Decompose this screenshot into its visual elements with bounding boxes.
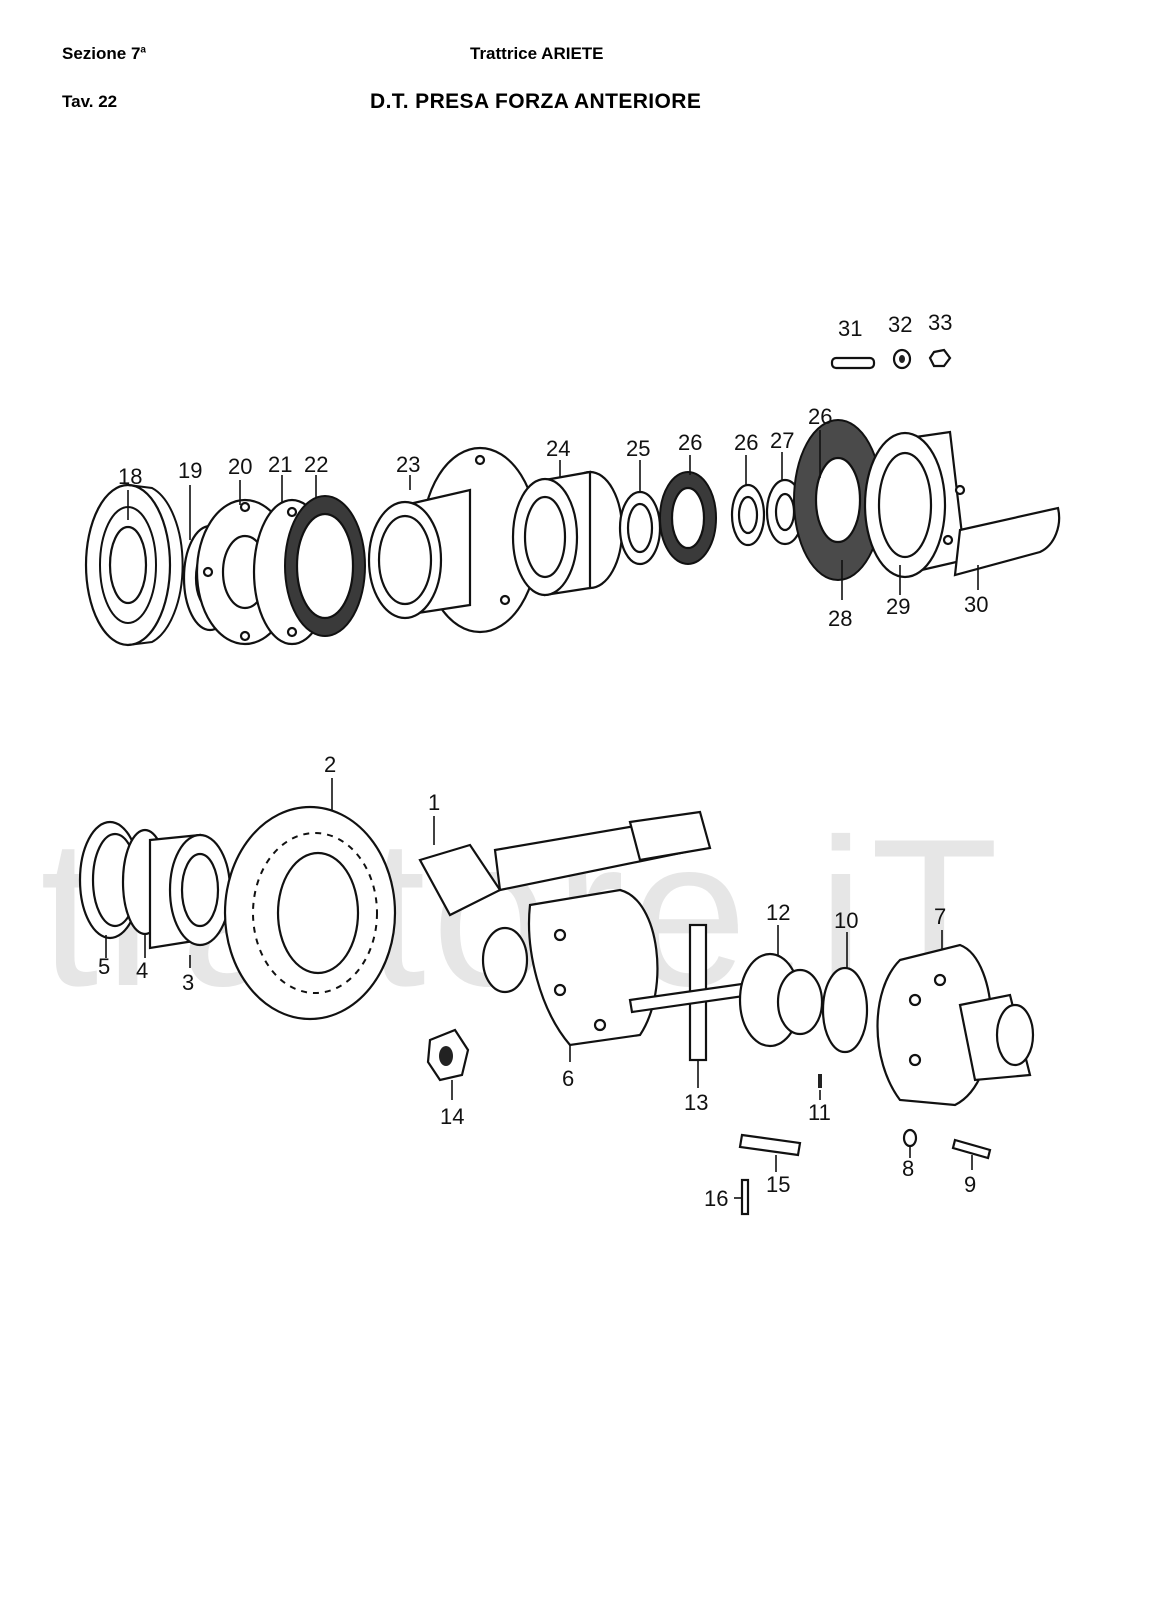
callout-5: 5 xyxy=(98,954,110,979)
part-8-washer xyxy=(902,1128,918,1148)
callout-2: 2 xyxy=(324,752,336,777)
callout-20: 21 xyxy=(268,452,292,477)
callout-30: 30 xyxy=(964,592,988,617)
part-32-washer xyxy=(892,348,912,370)
part-6-differential-case xyxy=(481,888,659,1047)
callout-25: 26 xyxy=(678,430,702,455)
part-30-guard xyxy=(953,506,1061,577)
callout-6: 6 xyxy=(562,1066,574,1091)
callout-26b: 26 xyxy=(808,404,832,429)
part-22-housing xyxy=(367,446,540,634)
part-16-split-pin xyxy=(740,1178,750,1216)
callout-28: 28 xyxy=(828,606,852,631)
part-15-bolt xyxy=(738,1133,802,1157)
table-label: Tav. 22 xyxy=(62,92,118,111)
part-3-bearing xyxy=(148,833,232,950)
callout-labels: 18 19 20 21 22 23 24 25 26 26 27 26 28 2… xyxy=(98,310,988,1211)
callout-15: 15 xyxy=(766,1172,790,1197)
callout-19: 20 xyxy=(228,454,252,479)
callout-13: 13 xyxy=(684,1090,708,1115)
part-25-seal xyxy=(659,471,717,565)
callout-4: 4 xyxy=(136,958,148,983)
callout-29: 29 xyxy=(886,594,910,619)
callout-3: 3 xyxy=(182,970,194,995)
callout-12: 12 xyxy=(766,900,790,925)
leader-lines xyxy=(105,430,979,1199)
callout-27: 27 xyxy=(770,428,794,453)
part-31-stud xyxy=(830,356,876,370)
part-12-planet-gear xyxy=(738,952,824,1048)
part-7-differential-housing xyxy=(876,943,1035,1107)
part-17-bearing xyxy=(84,483,184,647)
part-10-thrust-washer xyxy=(821,966,869,1054)
callout-18: 19 xyxy=(178,458,202,483)
tractor-model: Trattrice ARIETE xyxy=(470,44,604,63)
section-label: Sezione 7a xyxy=(62,44,146,63)
part-2-ring-gear xyxy=(223,805,397,1021)
part-21-friction-disc xyxy=(284,495,366,637)
part-29-cover xyxy=(863,430,967,579)
callout-1: 1 xyxy=(428,790,440,815)
part-28-gasket xyxy=(793,419,883,581)
callout-16: 16 xyxy=(704,1186,728,1211)
callout-21: 22 xyxy=(304,452,328,477)
callout-11: 11 xyxy=(808,1100,831,1125)
callout-22: 23 xyxy=(396,452,420,477)
section-superscript: a xyxy=(140,44,146,56)
callout-9: 9 xyxy=(964,1172,976,1197)
callout-32: 32 xyxy=(888,312,912,337)
callout-26a: 26 xyxy=(734,430,758,455)
part-24-ring xyxy=(618,490,662,566)
page-title: D.T. PRESA FORZA ANTERIORE xyxy=(370,90,702,113)
part-26-ring-nut xyxy=(730,483,766,547)
callout-33: 33 xyxy=(928,310,952,335)
callout-8: 8 xyxy=(902,1156,914,1181)
callout-14: 14 xyxy=(440,1104,464,1129)
part-33-nut xyxy=(928,348,952,368)
callout-7: 7 xyxy=(934,904,946,929)
callout-31: 31 xyxy=(838,316,862,341)
callout-17: 18 xyxy=(118,464,142,489)
part-9-bolt xyxy=(951,1138,992,1160)
callout-24: 25 xyxy=(626,436,650,461)
callout-23: 24 xyxy=(546,436,570,461)
part-1-pinion-shaft xyxy=(418,810,712,917)
part-14-side-gear xyxy=(426,1028,470,1082)
callout-10: 10 xyxy=(834,908,858,933)
part-11-pin xyxy=(818,1074,822,1088)
part-23-bearing xyxy=(511,470,624,597)
